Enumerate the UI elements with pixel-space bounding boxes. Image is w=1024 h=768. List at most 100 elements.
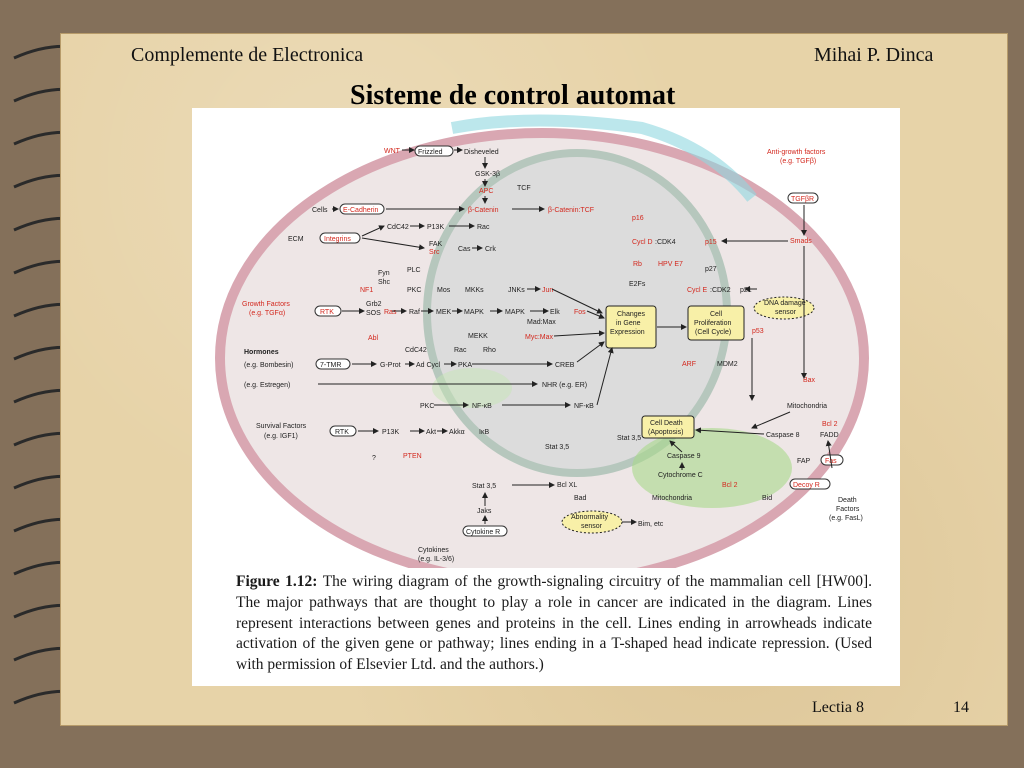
label-survival-eg: (e.g. IGF1) [264,433,298,440]
label-bim: Bim, etc [638,521,664,528]
label-raf: Raf [409,309,420,316]
label-plc: PLC [407,267,421,274]
label-caspase9: Caspase 9 [667,453,701,460]
label-myc-max: Myc:Max [525,334,554,341]
label-cytokines-eg: (e.g. IL-3/6) [418,556,454,563]
label-p15: p15 [705,239,717,246]
label-bcl2-a: Bcl 2 [822,421,838,428]
label-pten: PTEN [403,453,422,460]
label-p16: p16 [632,215,644,222]
label-hormones: Hormones [244,349,279,356]
label-nfkb-a: NF-κB [472,403,492,410]
label-decoy-r: Decoy R [793,482,820,489]
signaling-diagram: WNT Frizzled Disheveled GSK-3β APC TCF C… [215,114,869,588]
label-estregen: (e.g. Estregen) [244,382,290,389]
slide-title: Sisteme de control automat [350,80,676,111]
label-cells: Cells [312,207,328,214]
label-cytochrome-c: Cytochrome C [658,472,703,479]
label-antigrowth-eg: (e.g. TGFβ) [780,158,816,165]
label-mos: Mos [437,287,451,294]
label-cell: Cell [710,311,723,318]
label-rac-a: Rac [477,224,490,231]
label-pkc: PKC [407,287,421,294]
label-bcatenin-tcf: β-Catenin:TCF [548,207,594,214]
label-changes: Changes [617,311,646,318]
label-mapk-a: MAPK [464,309,484,316]
label-ras: Ras [384,309,397,316]
label-rho: Rho [483,347,496,354]
label-tcf: TCF [517,185,531,192]
label-ecadherin: E-Cadherin [343,207,379,214]
label-rb: Rb [633,261,642,268]
label-mad-max: Mad:Max [527,319,556,326]
label-integrins: Integrins [324,236,351,243]
label-growth-factors: Growth Factors [242,301,290,308]
label-expression: Expression [610,329,645,336]
label-cell-death: Cell Death [650,420,683,427]
label-cycl-e: Cycl E [687,287,708,294]
label-jun: Jun [542,287,553,294]
label-cdc42-b: CdC42 [405,347,427,354]
label-death-factors-2: Factors [836,506,860,513]
label-hpv-e7: HPV E7 [658,261,683,268]
figure-caption: Figure 1.12: The wiring diagram of the g… [236,572,872,676]
label-creb: CREB [555,362,575,369]
label-akka: Akkα [449,429,465,436]
label-jaks: Jaks [477,508,492,515]
label-mapk-b: MAPK [505,309,525,316]
label-bcatenin: β-Catenin [468,207,499,214]
label-p27: p27 [705,266,717,273]
label-rtk-2: RTK [335,429,349,436]
label-cytokine-r: Cytokine R [466,529,500,536]
label-7tmr: 7-TMR [320,362,341,369]
label-cycl-d: Cycl D [632,239,653,246]
label-nhr: NHR (e.g. ER) [542,382,587,389]
author-name: Mihai P. Dinca [814,44,934,66]
label-survival: Survival Factors [256,423,307,430]
label-frizzled: Frizzled [418,149,443,156]
label-arf: ARF [682,361,696,368]
label-mitochondria-a: Mitochondria [787,403,827,410]
label-dna-damage: DNA damage [764,300,806,307]
label-fadd: FADD [820,432,839,439]
label-tgfbr: TGFβR [791,196,814,203]
label-ikb: IκB [479,429,489,436]
label-question: ? [372,455,376,462]
label-p53: p53 [752,328,764,335]
label-ecm: ECM [288,236,304,243]
label-bcl-xl: Bcl XL [557,482,577,489]
course-title: Complemente de Electronica [131,44,364,66]
label-e2fs: E2Fs [629,281,646,288]
label-mkks: MKKs [465,287,484,294]
label-pka: PKA [458,362,472,369]
label-disheveled: Disheveled [464,149,499,156]
label-hormones-eg: (e.g. Bombesin) [244,362,293,369]
label-cell-cycle: (Cell Cycle) [695,329,731,336]
label-stat35-b: Stat 3,5 [545,444,569,451]
label-cdk2: :CDK2 [710,287,731,294]
label-cdc42-a: CdC42 [387,224,409,231]
label-antigrowth: Anti-growth factors [767,149,826,156]
label-pkc-2: PKC [420,403,434,410]
label-caspase8: Caspase 8 [766,432,800,439]
label-fak: FAK [429,241,443,248]
label-in-gene: in Gene [616,320,641,327]
label-adcycl: Ad Cycl [416,362,441,369]
label-dna-sensor: sensor [775,309,797,316]
label-death-factors-3: (e.g. FasL) [829,515,863,522]
label-apc: APC [479,188,493,195]
label-cytokines: Cytokines [418,547,449,554]
label-mek: MEK [436,309,452,316]
label-fap: FAP [797,458,811,465]
caption-text: The wiring diagram of the growth-signali… [236,573,872,674]
label-death-factors-1: Death [838,497,857,504]
label-elk: Elk [550,309,560,316]
label-mdm2: MDM2 [717,361,738,368]
label-bax: Bax [803,377,816,384]
label-cdk4: :CDK4 [655,239,676,246]
label-src: Src [429,249,440,256]
label-wnt: WNT [384,148,401,155]
page-number: 14 [953,699,969,716]
caption-label: Figure 1.12: [236,573,318,590]
label-proliferation: Proliferation [694,320,731,327]
